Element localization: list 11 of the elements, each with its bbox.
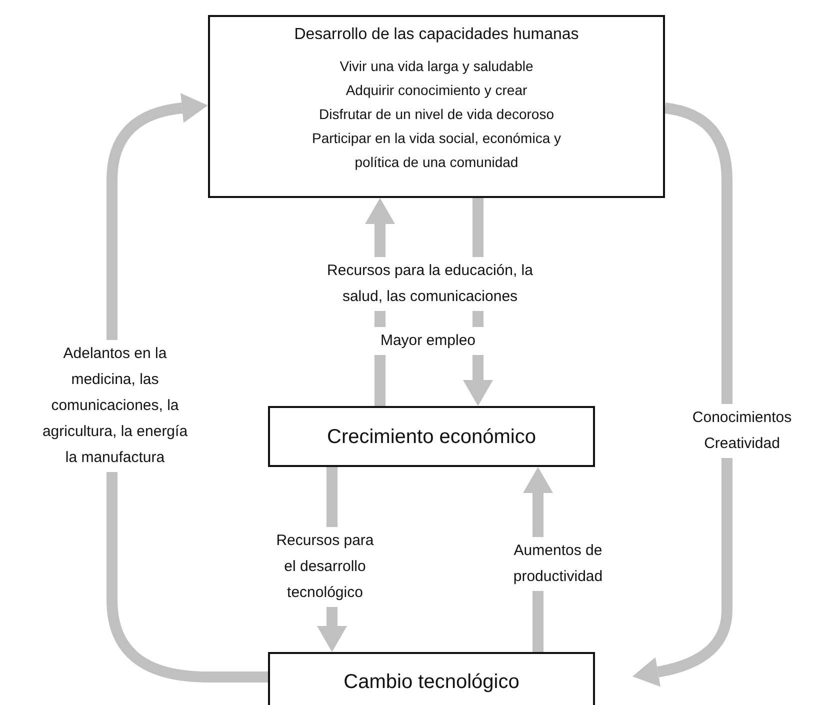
box-text: Adquirir conocimiento y crear [346,81,528,100]
box-heading: Desarrollo de las capacidades humanas [294,25,579,44]
box-text: Participar en la vida social, económica y política de una comunidad [310,129,562,172]
box-text: Vivir una vida larga y saludable [340,57,534,76]
arrow [632,102,732,687]
box-heading: Cambio tecnológico [344,670,520,694]
box-heading: Crecimiento económico [327,424,536,448]
process-box [208,15,665,198]
box-text: Disfrutar de un nivel de vida decoroso [318,105,554,124]
process-box [268,652,595,705]
process-box [268,406,595,467]
